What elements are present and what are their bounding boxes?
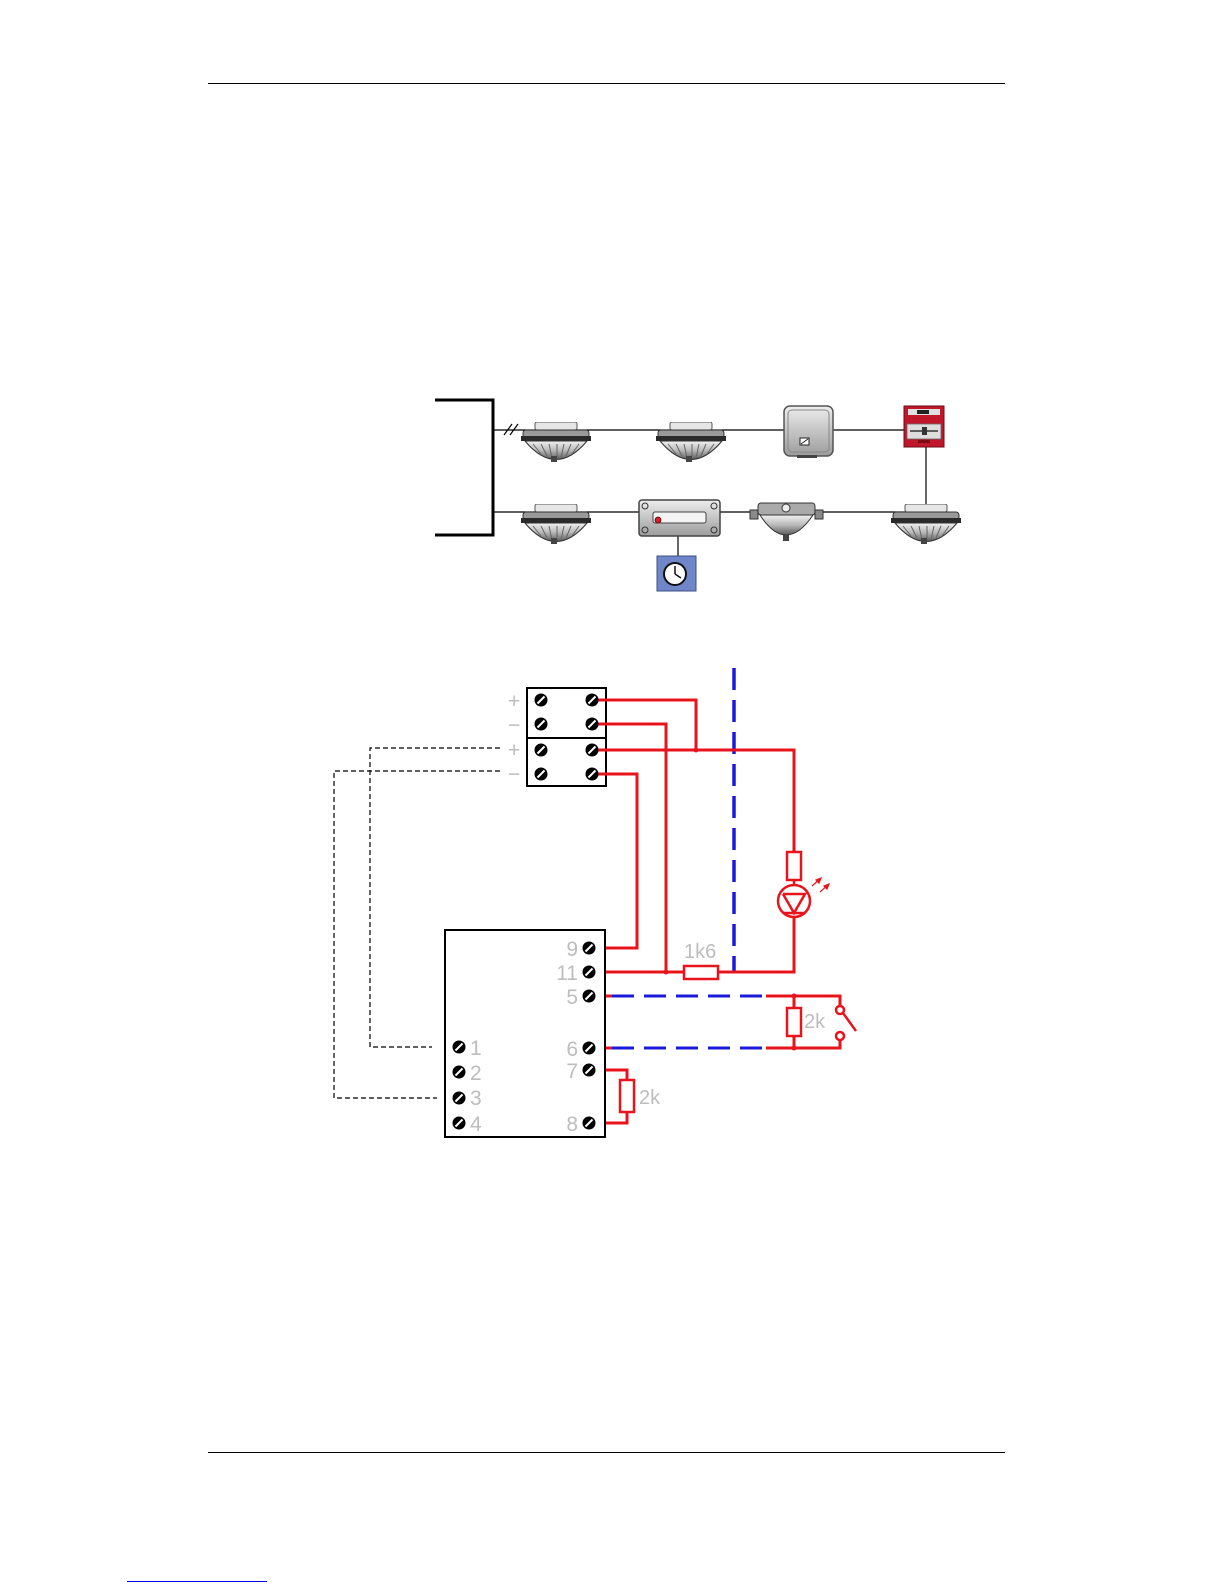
beam-detector-icon <box>750 503 823 541</box>
control-panel-outline <box>435 400 493 535</box>
switch-contact-icon <box>836 1006 856 1040</box>
manual-call-point-icon <box>904 406 944 447</box>
series-resistor <box>684 966 718 979</box>
smoke-detector-icon <box>521 504 591 544</box>
polarity-label: − <box>508 714 520 737</box>
terminal-label: 2 <box>470 1062 482 1085</box>
polarity-label: + <box>508 739 520 762</box>
light-emission-icon <box>812 878 829 892</box>
terminal-label: 4 <box>470 1113 482 1136</box>
terminal-label: 5 <box>566 986 578 1009</box>
terminal-label: 9 <box>566 938 578 961</box>
smoke-detector-icon <box>656 422 726 462</box>
interface-unit-icon <box>639 500 720 536</box>
terminal-label: 3 <box>470 1087 482 1110</box>
smoke-detector-icon <box>891 504 961 544</box>
terminal-label: 8 <box>566 1113 578 1136</box>
io-module-icon <box>784 406 833 458</box>
terminal-label: 1 <box>470 1037 482 1060</box>
clock-icon <box>657 556 696 591</box>
smoke-detector-icon <box>521 422 591 462</box>
terminal-label: 11 <box>556 962 578 985</box>
eol-resistor-input <box>620 1080 634 1112</box>
series-resistor-label: 1k6 <box>684 941 716 963</box>
polarity-label: + <box>508 690 520 713</box>
terminal-label: 6 <box>566 1038 578 1061</box>
loop-diagram <box>435 400 961 591</box>
eol-resistor-monitor <box>787 1008 801 1036</box>
terminal-label: 7 <box>566 1060 578 1083</box>
wiring-schematic: + − + − 1 2 3 4 9 11 5 6 7 8 1k6 2k 2k <box>334 668 856 1137</box>
polarity-label: − <box>508 763 520 786</box>
eol-resistor-input-label: 2k <box>639 1087 661 1109</box>
control-module <box>445 930 605 1137</box>
eol-resistor-monitor-label: 2k <box>804 1011 826 1033</box>
sounder-icon <box>778 852 810 922</box>
